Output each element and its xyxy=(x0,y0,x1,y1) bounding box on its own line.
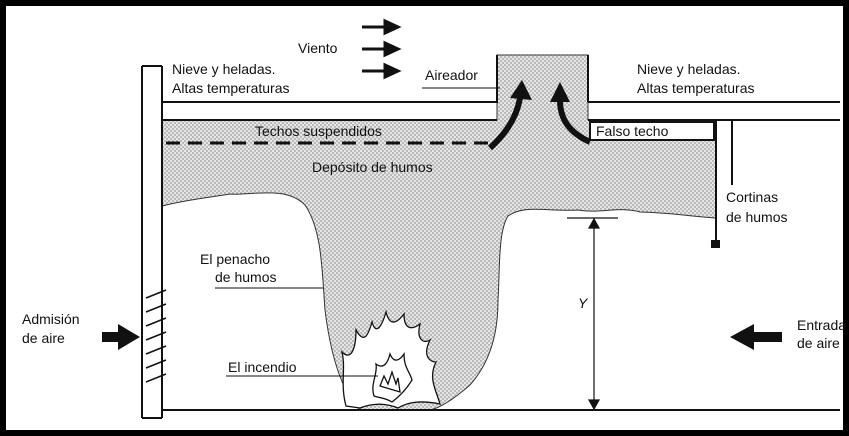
height-dimension xyxy=(567,217,618,411)
label-y-dimension: Y xyxy=(578,295,589,311)
floor xyxy=(142,409,840,419)
label-admision-2: de aire xyxy=(22,330,65,346)
label-admision-1: Admisión xyxy=(22,311,80,327)
smoke-curtain-weight xyxy=(711,240,720,248)
right-roof xyxy=(588,101,840,121)
vent-shaft xyxy=(496,55,589,102)
fire-flames xyxy=(340,309,441,409)
false-ceiling-box xyxy=(589,121,715,141)
wind-arrows xyxy=(362,18,402,80)
smoke-reservoir-layer xyxy=(161,54,717,411)
label-nieve-right-2: Altas temperaturas xyxy=(637,80,755,96)
label-entrada-2: de aire xyxy=(797,335,840,351)
label-entrada-1: Entrada xyxy=(797,317,846,333)
label-viento: Viento xyxy=(298,40,338,56)
label-nieve-right-1: Nieve y heladas. xyxy=(637,61,741,77)
label-penacho-1: El penacho xyxy=(200,251,270,267)
inlet-arrow-right xyxy=(730,324,782,350)
inlet-arrow-left xyxy=(102,324,140,350)
smoke-curtain xyxy=(715,119,840,242)
label-aireador: Aireador xyxy=(425,67,478,83)
label-nieve-left-1: Nieve y heladas. xyxy=(172,61,276,77)
left-wall xyxy=(141,65,163,418)
label-penacho-2: de humos xyxy=(215,269,276,285)
label-cortinas-1: Cortinas xyxy=(726,189,778,205)
label-incendio: El incendio xyxy=(228,359,297,375)
label-nieve-left-2: Altas temperaturas xyxy=(172,80,290,96)
label-cortinas-2: de humos xyxy=(726,209,787,225)
air-inlet-grille xyxy=(145,289,167,383)
label-falso-techo: Falso techo xyxy=(596,123,669,139)
label-deposito-humos: Depósito de humos xyxy=(312,159,433,175)
label-techos-suspendidos: Techos suspendidos xyxy=(255,123,382,139)
exhaust-arrows xyxy=(487,80,592,151)
